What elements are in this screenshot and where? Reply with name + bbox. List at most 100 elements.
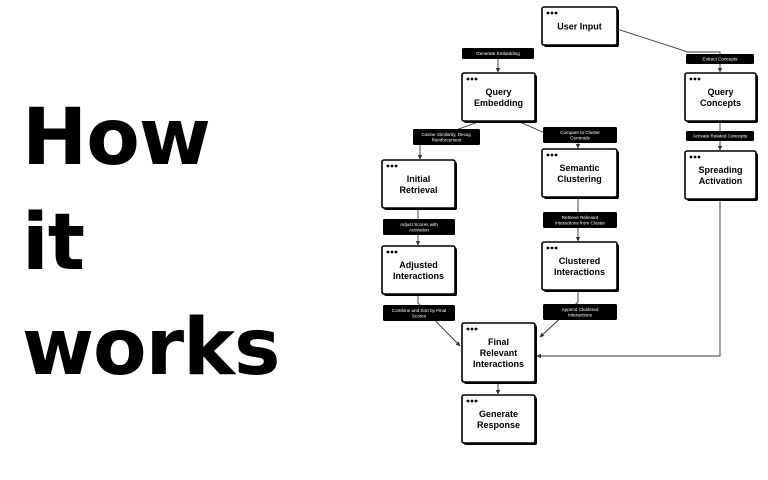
node-label: Interactions <box>554 267 605 277</box>
node-box <box>541 6 618 46</box>
edge-label-text: Combine and Sort by Final <box>392 308 446 313</box>
edge-label-cosine-similarity: Cosine Similarity, Decay,Reinforcement <box>413 129 480 145</box>
node-label: Embedding <box>474 98 523 108</box>
hero-line: works <box>22 303 280 393</box>
window-dot-icon <box>386 164 390 168</box>
edge-label-text: Compare to Cluster <box>560 130 600 135</box>
edge-label-text: Activation <box>409 228 429 233</box>
window-dot-icon <box>546 153 550 157</box>
hero-line: it <box>22 198 85 288</box>
edge-label-box <box>543 304 617 320</box>
edge-label-text: Append Clustered <box>562 307 599 312</box>
window-dot-icon <box>546 246 550 250</box>
window-dot-icon <box>554 246 558 250</box>
edge-label-box <box>462 48 534 59</box>
edge-label-text: Retrieve Relevant <box>562 215 599 220</box>
window-dot-icon <box>550 153 554 157</box>
node-label: Adjusted <box>399 260 438 270</box>
edge-label-text: Extract Concepts <box>703 57 739 62</box>
node-label: Clustered <box>559 256 601 266</box>
window-dot-icon <box>697 155 701 159</box>
node-label: Spreading <box>698 165 742 175</box>
edge-label-text: Centroids <box>570 136 590 141</box>
node-box <box>461 72 536 122</box>
window-dot-icon <box>474 399 478 403</box>
edge-label-box <box>383 219 455 235</box>
node-box <box>381 159 456 209</box>
window-dot-icon <box>550 246 554 250</box>
edge-label-text: Activate Related Concepts <box>693 134 748 139</box>
edge-label-box <box>686 131 754 141</box>
node-user-input: User Input <box>541 6 619 47</box>
node-label: Interactions <box>473 359 524 369</box>
edge-label-extract-concepts: Extract Concepts <box>686 54 754 64</box>
node-box <box>541 148 618 198</box>
node-label: Query <box>485 87 511 97</box>
flow-arrow <box>616 28 723 73</box>
edge-label-activate-related: Activate Related Concepts <box>686 131 754 141</box>
window-dot-icon <box>474 77 478 81</box>
window-dot-icon <box>689 155 693 159</box>
node-box <box>684 150 757 200</box>
window-dot-icon <box>390 164 394 168</box>
window-dot-icon <box>470 327 474 331</box>
edge-label-box <box>543 127 617 143</box>
flow-arrow <box>417 295 461 347</box>
edge-label-text: Interactions from Cluster <box>555 221 606 226</box>
window-dot-icon <box>470 77 474 81</box>
edge-label-text: Interactions <box>568 313 592 318</box>
window-dot-icon <box>546 11 550 15</box>
window-dot-icon <box>689 77 693 81</box>
node-label: Interactions <box>393 271 444 281</box>
edge-label-box <box>383 305 455 321</box>
window-dot-icon <box>470 399 474 403</box>
edge-label-text: Adjust Scores with <box>400 222 438 227</box>
node-label: Clustering <box>557 174 602 184</box>
window-dot-icon <box>554 11 558 15</box>
node-box <box>461 322 536 383</box>
node-label: Initial <box>407 174 431 184</box>
window-dot-icon <box>466 327 470 331</box>
window-dot-icon <box>394 250 398 254</box>
edge-label-box <box>686 54 754 64</box>
edge-label-generate-embedding: Generate Embedding <box>462 48 534 59</box>
edge-label-box <box>413 129 480 145</box>
window-dot-icon <box>693 155 697 159</box>
edge-label-box <box>543 212 617 228</box>
flow-arrow <box>539 291 579 338</box>
edge-label-text: Reinforcement <box>432 138 463 143</box>
flow-arrow <box>536 200 721 359</box>
hero-line: How <box>22 93 211 183</box>
edge-label-text: Scores <box>412 314 427 319</box>
edge-label-text: Generate Embedding <box>476 51 520 56</box>
node-label: User Input <box>557 22 602 32</box>
window-dot-icon <box>693 77 697 81</box>
node-label: Activation <box>699 176 743 186</box>
node-label: Retrieval <box>399 185 437 195</box>
node-box <box>461 394 536 444</box>
node-label: Relevant <box>480 348 518 358</box>
node-label: Generate <box>479 409 518 419</box>
node-box <box>381 245 456 295</box>
node-box <box>541 241 618 291</box>
window-dot-icon <box>466 399 470 403</box>
hero-title: How it works <box>22 86 280 401</box>
window-dot-icon <box>386 250 390 254</box>
window-dot-icon <box>474 327 478 331</box>
window-dot-icon <box>466 77 470 81</box>
node-label: Semantic <box>559 163 599 173</box>
window-dot-icon <box>550 11 554 15</box>
